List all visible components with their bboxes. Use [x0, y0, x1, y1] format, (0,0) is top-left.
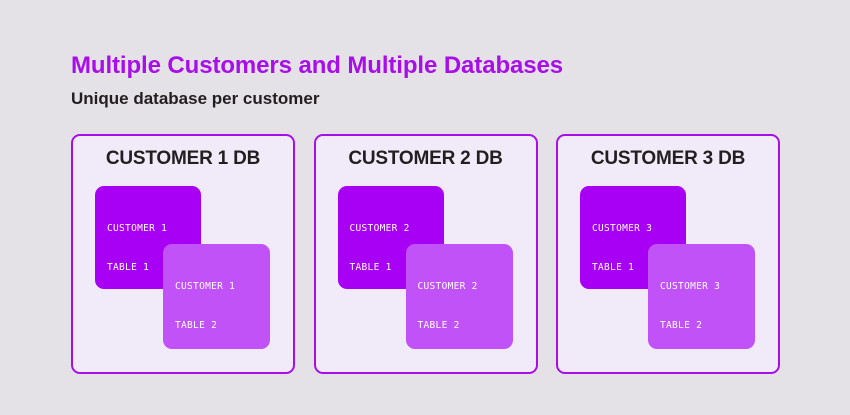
table-box-line-1: CUSTOMER 3 — [660, 281, 721, 292]
table-box-line-1: CUSTOMER 2 — [417, 281, 478, 292]
table-box-line-2: TABLE 1 — [592, 262, 635, 273]
table-box-line-2: TABLE 1 — [107, 262, 150, 273]
table-box-line-1: CUSTOMER 1 — [107, 223, 168, 234]
page-title: Multiple Customers and Multiple Database… — [71, 52, 563, 79]
database-card-title: CUSTOMER 3 DB — [590, 148, 746, 169]
table-box-customer-1-table-1: CUSTOMER 1 TABLE 1 — [95, 186, 201, 289]
table-box-line-1: CUSTOMER 1 — [175, 281, 236, 292]
database-card-customer-2: CUSTOMER 2 DB CUSTOMER 2 TABLE 1 CUSTOME… — [313, 134, 538, 374]
table-box-line-1: CUSTOMER 3 — [592, 223, 653, 234]
table-box-line-2: TABLE 2 — [417, 320, 460, 331]
table-box-customer-2-table-2: CUSTOMER 2 TABLE 2 — [405, 244, 513, 349]
page-subtitle: Unique database per customer — [71, 89, 320, 108]
table-box-line-1: CUSTOMER 2 — [349, 223, 410, 234]
table-box-line-2: TABLE 2 — [175, 320, 218, 331]
table-box-customer-1-table-2: CUSTOMER 1 TABLE 2 — [163, 244, 270, 349]
table-box-customer-3-table-2: CUSTOMER 3 TABLE 2 — [648, 244, 755, 349]
database-card-customer-1: CUSTOMER 1 DB CUSTOMER 1 TABLE 1 CUSTOME… — [71, 134, 295, 374]
table-box-line-2: TABLE 2 — [660, 320, 703, 331]
database-card-customer-3: CUSTOMER 3 DB CUSTOMER 3 TABLE 1 CUSTOME… — [556, 134, 780, 374]
database-cards-row: CUSTOMER 1 DB CUSTOMER 1 TABLE 1 CUSTOME… — [71, 134, 780, 374]
database-card-title: CUSTOMER 2 DB — [348, 148, 503, 169]
table-box-line-2: TABLE 1 — [349, 262, 392, 273]
database-card-title: CUSTOMER 1 DB — [105, 148, 261, 169]
